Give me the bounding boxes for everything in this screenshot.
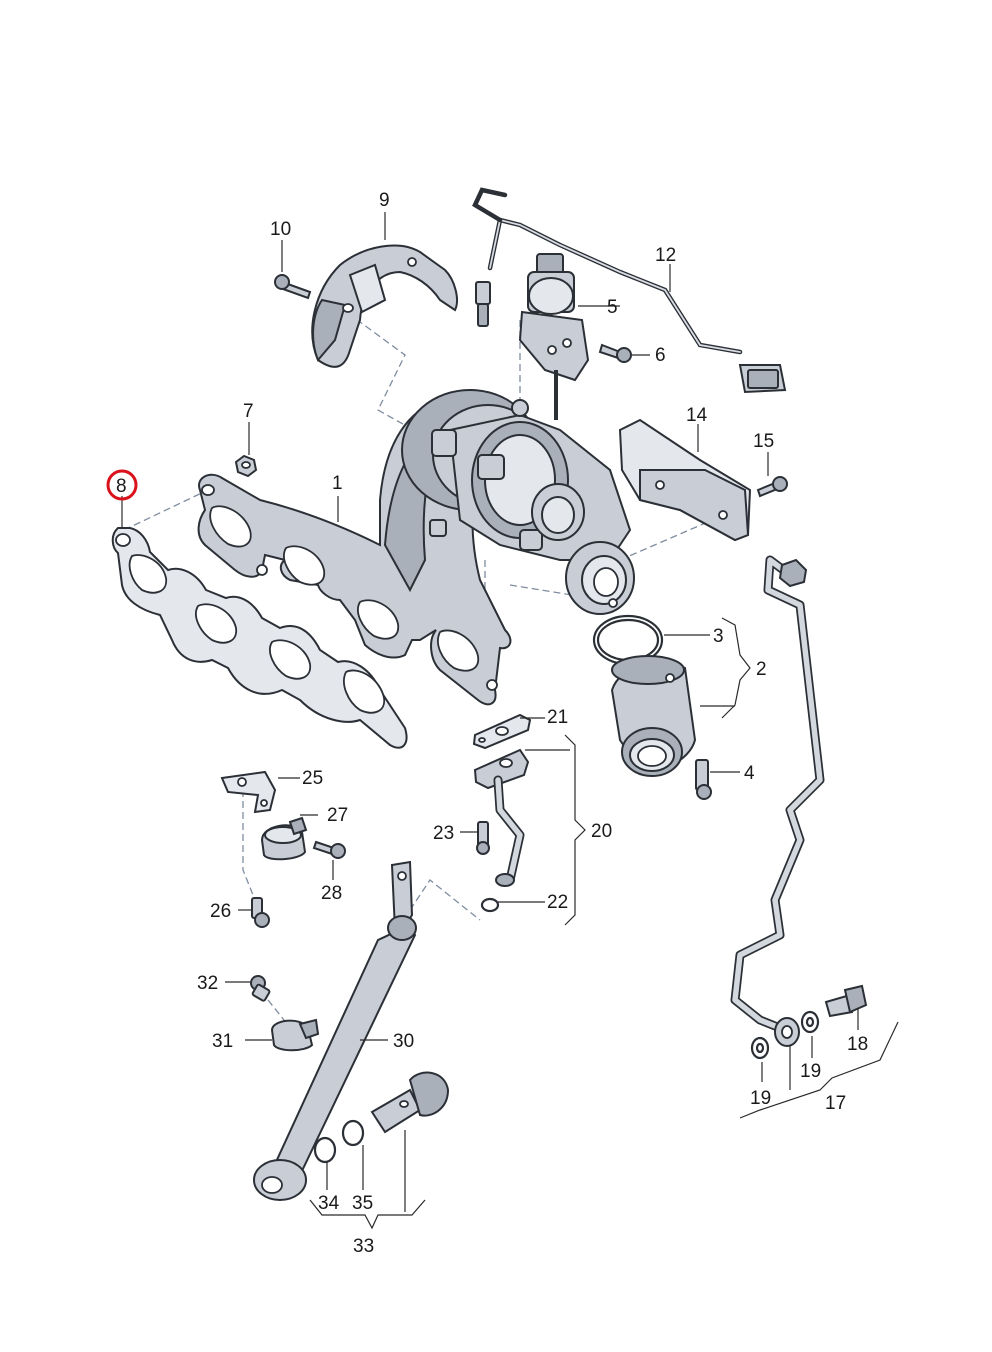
flange-gasket-21	[472, 713, 532, 750]
bolt-6	[598, 343, 632, 363]
leader-lines	[121, 212, 899, 1230]
callout-30: 30	[393, 1031, 414, 1052]
callout-17: 17	[825, 1093, 846, 1114]
callout-14: 14	[686, 405, 708, 426]
bolt-4	[695, 759, 712, 800]
callout-27: 27	[327, 805, 348, 826]
bolt-10	[274, 274, 312, 300]
callout-28: 28	[321, 883, 342, 904]
callout-6: 6	[655, 345, 666, 366]
lambda-sensor-wire	[472, 187, 787, 394]
callout-33: 33	[353, 1236, 374, 1257]
seal-35	[341, 1119, 365, 1147]
callout-18: 18	[847, 1034, 868, 1055]
callout-9: 9	[379, 190, 390, 211]
callout-labels: 1 2 3 4 5 6 7 8 9 10 12 14 15 17 18 19 1…	[116, 190, 868, 1257]
boost-actuator	[518, 253, 590, 420]
seal-34	[313, 1136, 337, 1164]
callout-2: 2	[756, 659, 767, 680]
sealing-washer-19-a	[800, 1010, 820, 1034]
oil-return-pipe	[473, 748, 530, 887]
highlight-ring-8	[106, 469, 138, 501]
bolt-26	[251, 897, 270, 928]
callout-4: 4	[744, 763, 755, 784]
clamp-27	[260, 816, 308, 861]
callout-20: 20	[591, 821, 612, 842]
sealing-washer-19-b	[750, 1036, 770, 1060]
callout-35: 35	[352, 1193, 373, 1214]
bolt-32	[250, 975, 271, 1002]
exhaust-manifold-gasket	[111, 527, 408, 749]
clamp-31	[270, 1018, 320, 1052]
banjo-bolt-18	[824, 984, 868, 1018]
callout-5: 5	[607, 297, 618, 318]
callout-8: 8	[116, 476, 127, 497]
hollow-bolt-33	[370, 1071, 450, 1134]
callout-22: 22	[547, 892, 568, 913]
callout-23: 23	[433, 823, 454, 844]
callout-12: 12	[655, 245, 676, 266]
callout-21: 21	[547, 707, 568, 728]
bracket-25	[220, 770, 277, 814]
bolt-28	[312, 840, 346, 859]
bolt-23	[476, 821, 490, 855]
callout-19-a: 19	[800, 1061, 821, 1082]
callout-26: 26	[210, 901, 231, 922]
callout-25: 25	[302, 768, 323, 789]
callout-31: 31	[212, 1031, 233, 1052]
support-bracket	[618, 418, 752, 542]
callout-15: 15	[753, 431, 774, 452]
callout-1: 1	[332, 473, 343, 494]
callout-10: 10	[270, 219, 291, 240]
o-ring-22	[480, 897, 500, 913]
oil-drain-tube	[253, 860, 417, 1201]
callout-34: 34	[318, 1193, 340, 1214]
intake-connector-elbow	[610, 655, 697, 777]
turbocharger	[401, 389, 635, 615]
callout-32: 32	[197, 973, 218, 994]
bolt-15	[756, 476, 788, 498]
heat-shield	[311, 244, 458, 368]
callout-3: 3	[713, 626, 724, 647]
oil-feed-pipe	[730, 555, 825, 1047]
callout-19-b: 19	[750, 1088, 771, 1109]
nut-7	[234, 454, 258, 478]
callout-7: 7	[243, 401, 254, 422]
